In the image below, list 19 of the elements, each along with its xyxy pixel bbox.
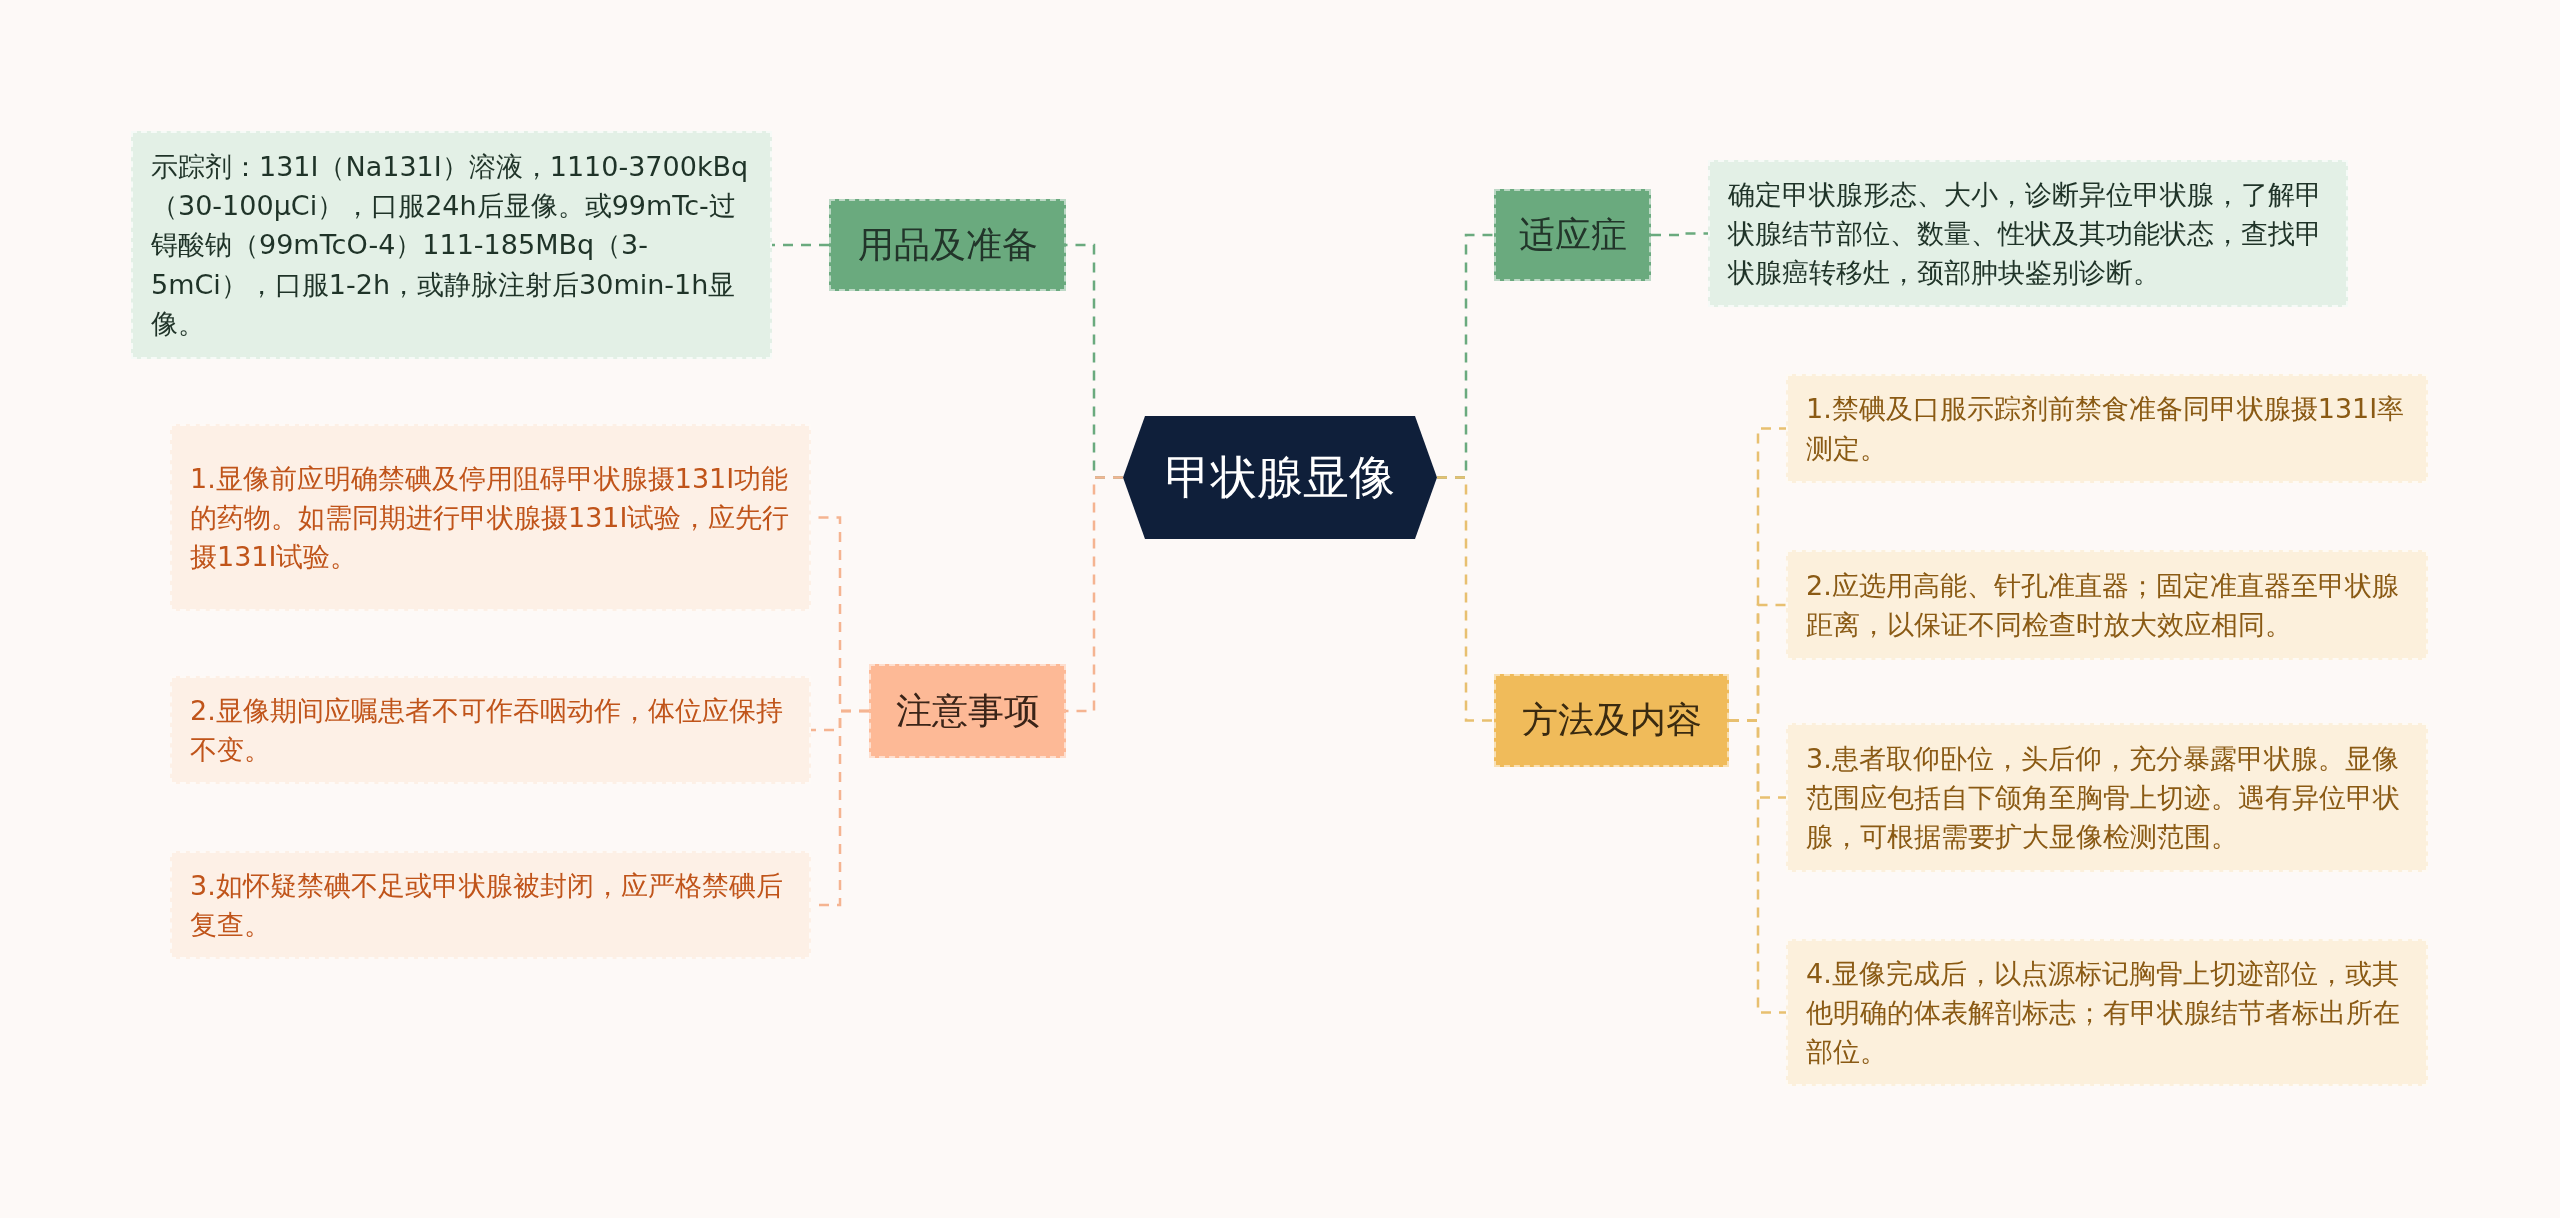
note-box: 4.显像完成后，以点源标记胸骨上切迹部位，或其他明确的体表解剖标志；有甲状腺结节者标出所在部位。	[1786, 939, 2428, 1086]
topic-box: 注意事项	[869, 664, 1066, 758]
connector-line	[1651, 232, 1708, 237]
note-box: 2.应选用高能、针孔准直器；固定准直器至甲状腺距离，以保证不同检查时放大效应相同。	[1786, 550, 2428, 660]
note-box: 2.显像期间应嘱患者不可作吞咽动作，体位应保持不变。	[170, 676, 811, 784]
note-box: 1.显像前应明确禁碘及停用阻碍甲状腺摄131I功能的药物。如需同期进行甲状腺摄131I试验，应先行摄131I试验。	[170, 424, 811, 611]
note-box: 3.如怀疑禁碘不足或甲状腺被封闭，应严格禁碘后复查。	[170, 851, 811, 959]
topic-box: 用品及准备	[829, 199, 1066, 291]
note-box: 示踪剂：131I（Na131I）溶液，1110-3700kBq（30-100μCi），口服24h后显像。或99mTc-过锝酸钠（99mTcO-4）111-185MBq（3-5mCi），口服1-2h，或静脉注射后30min-1h显像。	[131, 131, 772, 359]
connector-line	[1729, 719, 1786, 1014]
connector-line	[1437, 476, 1494, 722]
connector-line	[1066, 476, 1123, 713]
topic-box: 适应症	[1494, 189, 1651, 281]
topic-box: 方法及内容	[1494, 674, 1729, 767]
note-box: 3.患者取仰卧位，头后仰，充分暴露甲状腺。显像范围应包括自下颌角至胸骨上切迹。遇有异位甲状腺，可根据需要扩大显像检测范围。	[1786, 723, 2428, 872]
central-topic-hexagon: 甲状腺显像	[1123, 416, 1437, 539]
connector-line	[772, 243, 829, 247]
note-box: 确定甲状腺形态、大小，诊断异位甲状腺，了解甲状腺结节部位、数量、性状及其功能状态，查找甲状腺癌转移灶，颈部肿块鉴别诊断。	[1708, 160, 2348, 307]
note-box: 1.禁碘及口服示踪剂前禁食准备同甲状腺摄131I率测定。	[1786, 374, 2428, 483]
